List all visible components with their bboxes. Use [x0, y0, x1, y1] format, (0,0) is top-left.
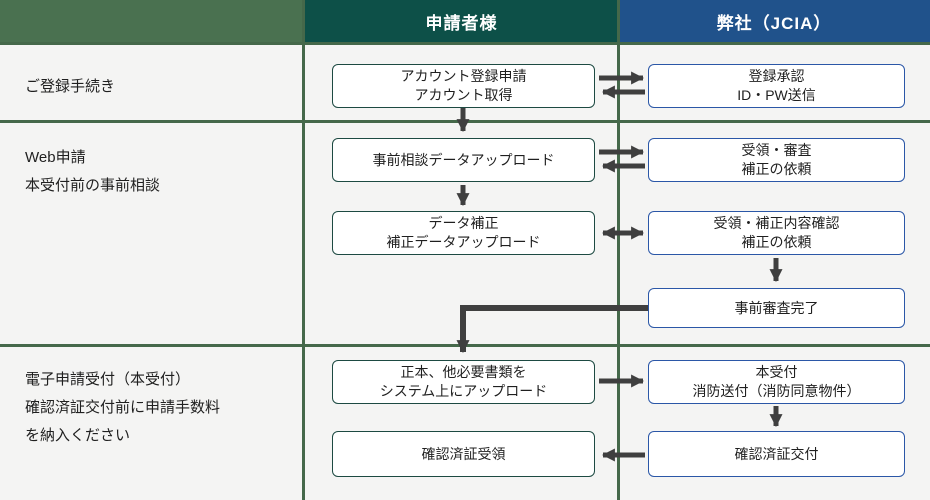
box-registration-approval: 登録承認 ID・PW送信 — [648, 64, 905, 108]
box-correction-content-check: 受領・補正内容確認 補正の依頼 — [648, 211, 905, 255]
column-divider-left — [302, 0, 305, 500]
box-data-correction-upload: データ補正 補正データアップロード — [332, 211, 595, 255]
header-company-label: 弊社（JCIA） — [716, 13, 832, 33]
row-divider-1 — [0, 120, 930, 123]
box-receipt-review: 受領・審査 補正の依頼 — [648, 138, 905, 182]
box-pre-consultation-upload: 事前相談データアップロード — [332, 138, 595, 182]
box-account-registration: アカウント登録申請 アカウント取得 — [332, 64, 595, 108]
row-divider-header — [0, 42, 930, 45]
box-pre-review-complete: 事前審査完了 — [648, 288, 905, 328]
header-company-column: 弊社（JCIA） — [618, 0, 930, 42]
box-main-reception: 本受付 消防送付（消防同意物件） — [648, 360, 905, 404]
box-certificate-receipt: 確認済証受領 — [332, 431, 595, 477]
stage-label-registration: ご登録手続き — [25, 78, 116, 95]
row-divider-2 — [0, 344, 930, 347]
stage-label-main-application: 電子申請受付（本受付） 確認済証交付前に申請手数料 を納入ください — [25, 371, 221, 444]
header-left-band — [0, 0, 305, 42]
stage-label-pre-consultation: Web申請 本受付前の事前相談 — [25, 149, 161, 194]
header-applicant-column: 申請者様 — [305, 0, 618, 42]
box-documents-upload: 正本、他必要書類を システム上にアップロード — [332, 360, 595, 404]
box-certificate-issue: 確認済証交付 — [648, 431, 905, 477]
header-applicant-label: 申請者様 — [425, 13, 498, 33]
column-divider-right — [617, 0, 620, 500]
